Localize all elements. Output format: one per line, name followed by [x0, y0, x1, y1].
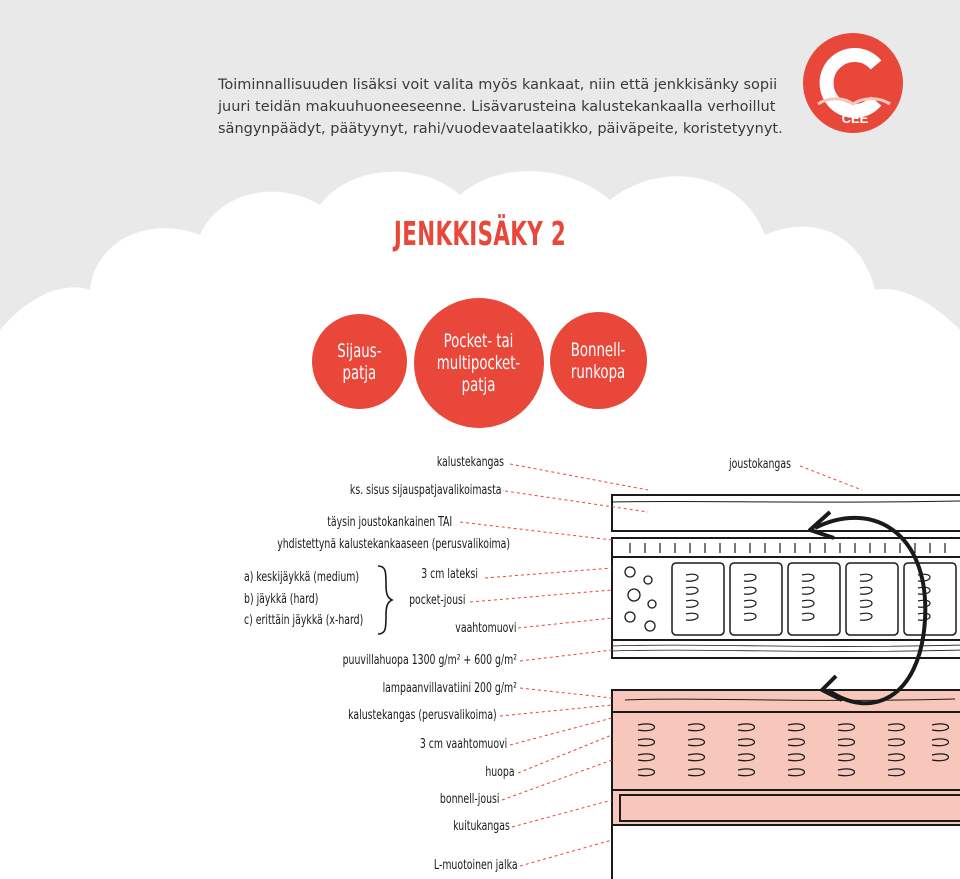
- label-firmness-c: c) erittäin jäykkä (x-hard): [244, 613, 363, 629]
- label-puuvillahuopa: puuvillahuopa 1300 g/m² + 600 g/m²: [343, 653, 517, 669]
- label-taysin-1: täysin joustokankainen TAI: [327, 515, 452, 531]
- label-lateksi: 3 cm lateksi: [421, 567, 478, 583]
- label-bonnell: bonnell-jousi: [439, 792, 499, 808]
- circle-3-line-2: runkopa: [571, 361, 626, 383]
- circle-1-line-1: Sijaus-: [337, 340, 381, 362]
- intro-text: Toiminnallisuuden lisäksi voit valita my…: [218, 74, 778, 140]
- label-huopa: huopa: [486, 765, 515, 781]
- circle-2-line-3: patja: [437, 374, 520, 396]
- label-sijauspatja: ks. sisus sijauspatjavalikoimasta: [350, 483, 502, 499]
- label-joustokangas: joustokangas: [729, 457, 791, 473]
- circle-bonnell-runkopa: Bonnell-runkopa: [550, 312, 647, 409]
- label-kalustekangas-perus: kalustekangas (perusvalikoima): [348, 708, 497, 724]
- circle-sijauspatja: Sijaus-patja: [312, 314, 407, 409]
- label-taysin-2: yhdistettynä kalustekankaaseen (perusval…: [277, 537, 510, 553]
- bed-illustration: [612, 495, 960, 879]
- label-vaahtomuovi: vaahtomuovi: [456, 621, 517, 637]
- intro-line-1: Toiminnallisuuden lisäksi voit valita my…: [218, 74, 778, 96]
- label-jalka: L-muotoinen jalka: [434, 858, 518, 874]
- label-lampaanvilla: lampaanvillavatiini 200 g/m²: [383, 681, 517, 697]
- label-firmness-a: a) keskijäykkä (medium): [244, 570, 359, 586]
- intro-line-3: sängynpäädyt, päätyynyt, rahi/vuodevaate…: [218, 118, 778, 140]
- circle-2-line-2: multipocket-: [437, 352, 520, 374]
- intro-line-2: juuri teidän makuuhuoneeseenne. Lisävaru…: [218, 96, 778, 118]
- circle-2-line-1: Pocket- tai: [437, 330, 520, 352]
- logo-text: CEE: [840, 111, 870, 126]
- label-pocket: pocket-jousi: [409, 593, 465, 609]
- brace-icon: [378, 566, 392, 634]
- circle-1-line-2: patja: [337, 362, 381, 384]
- circle-3-line-1: Bonnell-: [571, 339, 626, 361]
- page-title: JENKKISÄKY 2: [372, 214, 588, 253]
- label-vaahtomuovi-3cm: 3 cm vaahtomuovi: [420, 737, 507, 753]
- label-kalustekangas: kalustekangas: [437, 455, 504, 471]
- label-firmness-b: b) jäykkä (hard): [244, 592, 318, 608]
- label-kuitukangas: kuitukangas: [453, 819, 510, 835]
